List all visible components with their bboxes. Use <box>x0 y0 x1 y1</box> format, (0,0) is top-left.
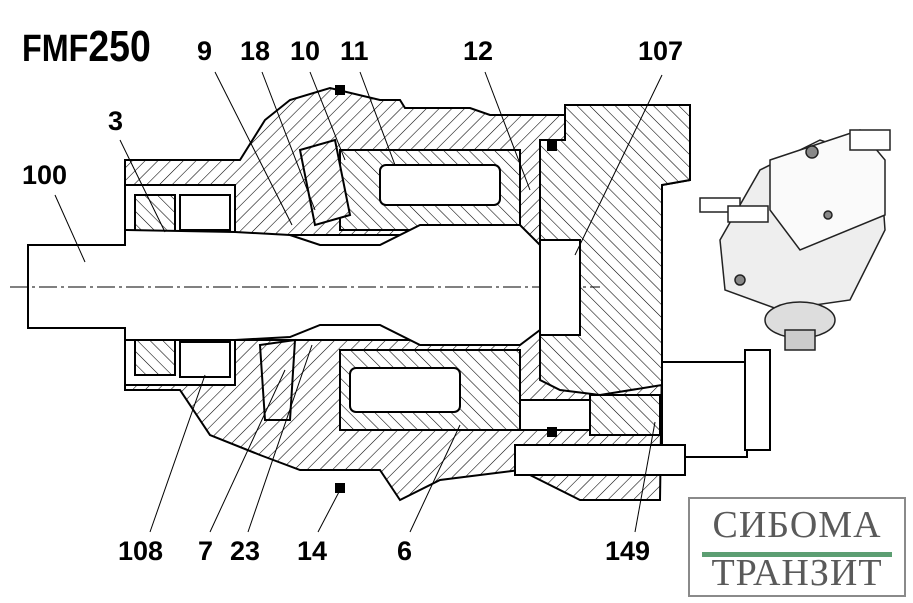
callout-18: 18 <box>240 36 270 66</box>
logo-accent-bar <box>702 552 892 557</box>
callout-labels: 9 18 10 11 12 107 3 100 108 7 23 14 6 14… <box>22 36 683 566</box>
callout-7: 7 <box>198 536 213 566</box>
logo-line-2: ТРАНЗИТ <box>711 552 883 594</box>
title-number: 250 <box>88 22 151 71</box>
callout-100: 100 <box>22 160 67 190</box>
callout-14: 14 <box>297 536 327 566</box>
callout-23: 23 <box>230 536 260 566</box>
callout-149: 149 <box>605 536 650 566</box>
callout-leaders <box>54 71 663 533</box>
callout-12: 12 <box>463 36 493 66</box>
title-prefix: FMF <box>22 28 89 70</box>
callout-6: 6 <box>397 536 412 566</box>
callout-3: 3 <box>108 106 123 136</box>
housing <box>10 85 771 502</box>
drawing-title: FMF250 <box>22 22 151 72</box>
callout-9: 9 <box>197 36 212 66</box>
logo-line-1: СИБОМА <box>712 504 882 546</box>
motor-photo-illustration <box>699 129 891 351</box>
callout-11: 11 <box>340 36 369 66</box>
callout-107: 107 <box>638 36 683 66</box>
callout-108: 108 <box>118 536 163 566</box>
company-logo: СИБОМА ТРАНЗИТ <box>688 497 906 597</box>
callout-10: 10 <box>290 36 320 66</box>
